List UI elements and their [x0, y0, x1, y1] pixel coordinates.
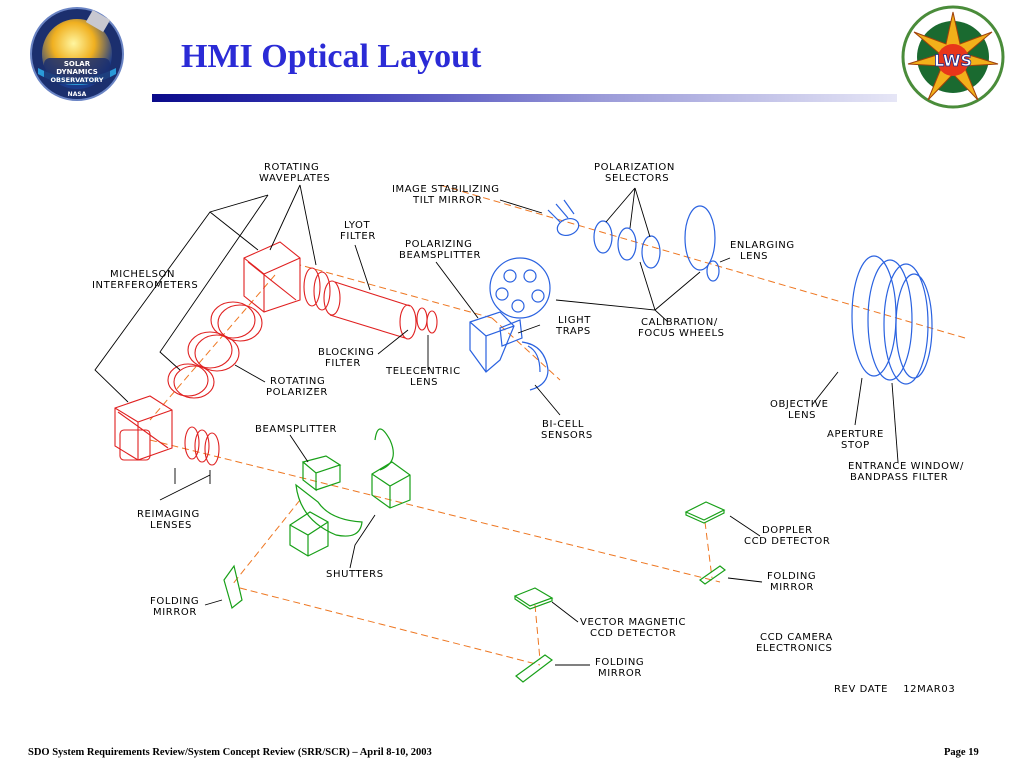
label-blocking-filter-1: BLOCKING: [318, 347, 374, 358]
diagram-labels: ROTATING WAVEPLATES POLARIZATION SELECTO…: [92, 162, 964, 695]
label-folding-mirror-bottom-1: FOLDING: [595, 657, 644, 668]
red-optics: [114, 241, 438, 466]
sdo-logo-ring-bottom: NASA: [68, 91, 87, 98]
label-vector-magnetic-2: CCD DETECTOR: [590, 628, 676, 639]
label-light-traps-1: LIGHT: [558, 315, 591, 326]
label-enlarging-lens-1: ENLARGING: [730, 240, 795, 251]
label-image-stabilizing-2: TILT MIRROR: [412, 195, 482, 206]
green-optics: [223, 428, 727, 683]
label-vector-magnetic-1: VECTOR MAGNETIC: [580, 617, 686, 628]
label-folding-mirror-left-1: FOLDING: [150, 596, 199, 607]
footer-conference: SDO System Requirements Review/System Co…: [28, 747, 432, 758]
label-objective-lens-1: OBJECTIVE: [770, 399, 829, 410]
sdo-logo: SOLAR DYNAMICS OBSERVATORY NASA: [30, 7, 124, 101]
label-beamsplitter: BEAMSPLITTER: [255, 424, 337, 435]
label-lyot-filter-2: FILTER: [340, 231, 376, 242]
label-doppler-2: CCD DETECTOR: [744, 536, 830, 547]
label-telecentric-lens-2: LENS: [410, 377, 438, 388]
leader-lines: [94, 184, 899, 666]
label-lyot-filter-1: LYOT: [344, 220, 370, 231]
label-objective-lens-2: LENS: [788, 410, 816, 421]
label-blocking-filter-2: FILTER: [325, 358, 361, 369]
label-polarizing-beamsplitter-2: BEAMSPLITTER: [399, 250, 481, 261]
label-polarization-selectors-2: SELECTORS: [605, 173, 669, 184]
title-underline-bar: [152, 94, 897, 102]
lws-logo: LWS: [901, 5, 1005, 109]
sdo-logo-line1: SOLAR: [64, 60, 91, 68]
label-aperture-stop-2: STOP: [841, 440, 870, 451]
label-aperture-stop-1: APERTURE: [827, 429, 884, 440]
label-polarization-selectors-1: POLARIZATION: [594, 162, 675, 173]
sdo-logo-line3: OBSERVATORY: [50, 76, 103, 84]
label-doppler-1: DOPPLER: [762, 525, 813, 536]
label-folding-mirror-left-2: MIRROR: [153, 607, 197, 618]
label-rotating-polarizer-1: ROTATING: [270, 376, 325, 387]
label-calibration-1: CALIBRATION/: [641, 317, 718, 328]
label-calibration-2: FOCUS WHEELS: [638, 328, 725, 339]
label-ccd-camera-2: ELECTRONICS: [756, 643, 832, 654]
label-bicell-1: BI-CELL: [542, 419, 584, 430]
label-folding-mirror-right-2: MIRROR: [770, 582, 814, 593]
page-title: HMI Optical Layout: [181, 38, 482, 75]
label-shutters: SHUTTERS: [326, 569, 384, 580]
label-light-traps-2: TRAPS: [555, 326, 591, 337]
label-rotating-waveplates-2: WAVEPLATES: [259, 173, 330, 184]
lws-logo-center: LWS: [934, 51, 972, 70]
footer-page-number: Page 19: [944, 747, 979, 758]
label-michelson-2: INTERFEROMETERS: [92, 280, 198, 291]
label-folding-mirror-right-1: FOLDING: [767, 571, 816, 582]
label-rotating-polarizer-2: POLARIZER: [266, 387, 328, 398]
label-ccd-camera-1: CCD CAMERA: [760, 632, 833, 643]
label-bicell-2: SENSORS: [541, 430, 593, 441]
label-polarizing-beamsplitter-1: POLARIZING: [405, 239, 472, 250]
blue-optics: [469, 199, 933, 391]
label-michelson-1: MICHELSON: [110, 269, 175, 280]
label-image-stabilizing-1: IMAGE STABILIZING: [392, 184, 500, 195]
label-rev-date: REV DATE 12MAR03: [834, 684, 955, 695]
label-folding-mirror-bottom-2: MIRROR: [598, 668, 642, 679]
label-entrance-window-2: BANDPASS FILTER: [850, 472, 948, 483]
label-telecentric-lens-1: TELECENTRIC: [385, 366, 461, 377]
label-entrance-window-1: ENTRANCE WINDOW/: [848, 461, 964, 472]
sdo-logo-line2: DYNAMICS: [56, 68, 98, 76]
label-rotating-waveplates-1: ROTATING: [264, 162, 319, 173]
label-reimaging-lenses-2: LENSES: [150, 520, 192, 531]
beam-paths: [149, 184, 966, 666]
label-enlarging-lens-2: LENS: [740, 251, 768, 262]
label-reimaging-lenses-1: REIMAGING: [137, 509, 200, 520]
